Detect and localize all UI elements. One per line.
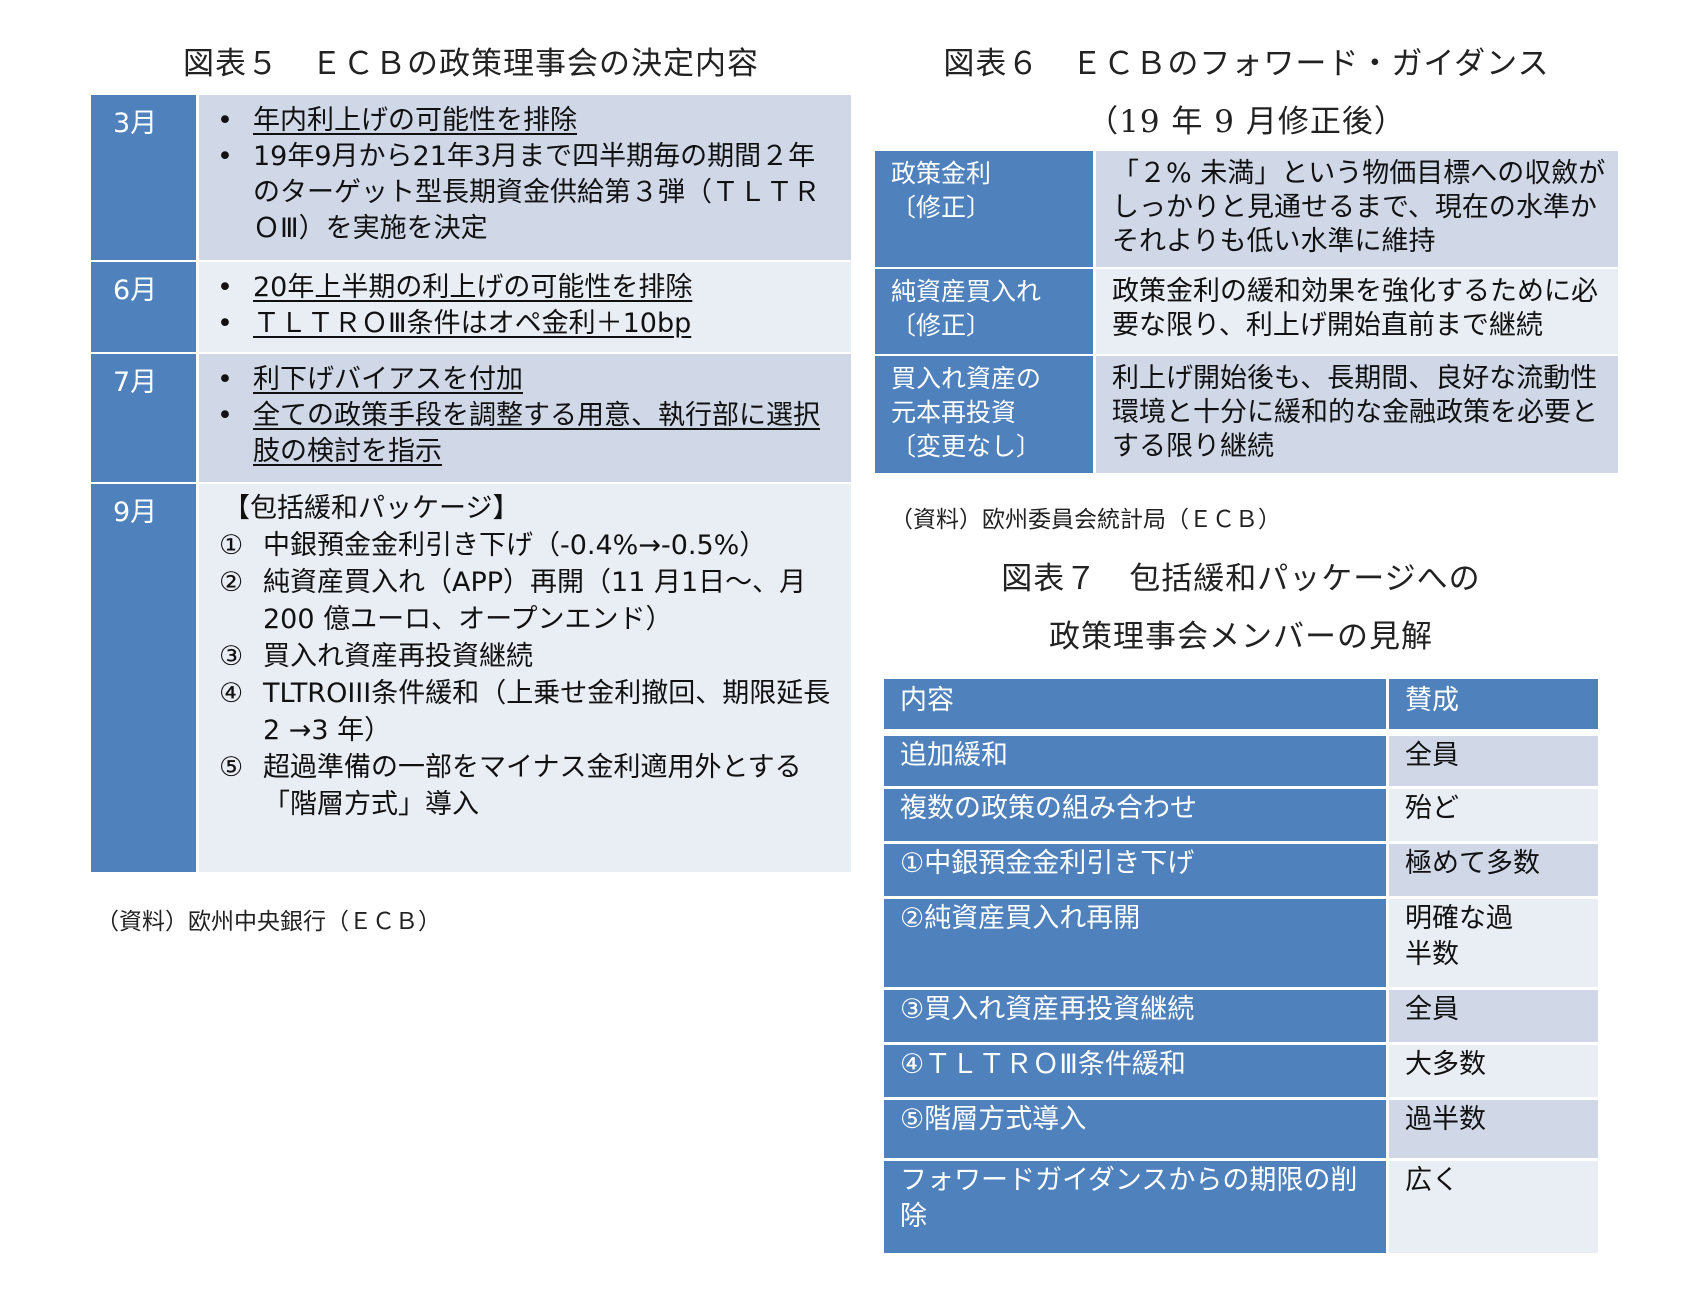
fig5-row-june: 6月 20年上半期の利上げの可能性を排除 ＴＬＴＲＯⅢ条件はオペ金利＋10bp bbox=[91, 262, 851, 352]
policy-item: 追加緩和 bbox=[884, 736, 1386, 786]
month-label: 9月 bbox=[91, 484, 196, 872]
guidance-content: 政策金利の緩和効果を強化するために必要な限り、利上げ開始直前まで継続 bbox=[1096, 269, 1618, 354]
package-heading: 【包括緩和パッケージ】 bbox=[223, 493, 520, 524]
support-level: 極めて多数 bbox=[1389, 844, 1598, 896]
fig6-subtitle: （19 年 9 月修正後） bbox=[1087, 104, 1406, 140]
policy-item: ③買入れ資産再投資継続 bbox=[884, 990, 1386, 1042]
decision-item: 利下げバイアスを付加 bbox=[217, 362, 841, 398]
guidance-content: 利上げ開始後も、長期間、良好な流動性環境と十分に緩和的な金融政策を必要とする限り… bbox=[1096, 356, 1618, 473]
fig7-title: 図表７ 包括緩和パッケージへの bbox=[1001, 561, 1481, 597]
policy-item: ④ＴＬＴＲＯⅢ条件緩和 bbox=[884, 1045, 1386, 1097]
fig5-table: 3月 年内利上げの可能性を排除 19年9月から21年3月まで四半期毎の期間２年の… bbox=[91, 95, 851, 872]
fig7-row: ④ＴＬＴＲＯⅢ条件緩和 大多数 bbox=[884, 1045, 1598, 1097]
policy-item: ①中銀預金金利引き下げ bbox=[884, 844, 1386, 896]
fig6-table: 政策金利 〔修正〕 「２% 未満」という物価目標への収斂がしっかりと見通せるまで… bbox=[875, 151, 1618, 473]
fig7-row: ③買入れ資産再投資継続 全員 bbox=[884, 990, 1598, 1042]
fig6-source: （資料）欧州委員会統計局（ＥＣＢ） bbox=[890, 507, 1281, 533]
fig5-source: （資料）欧州中央銀行（ＥＣＢ） bbox=[96, 909, 441, 935]
guidance-label: 政策金利 〔修正〕 bbox=[875, 151, 1093, 267]
decision-item: ＴＬＴＲＯⅢ条件はオペ金利＋10bp bbox=[217, 306, 841, 342]
fig7-row: ②純資産買入れ再開 明確な過半数 bbox=[884, 899, 1598, 987]
policy-item: ②純資産買入れ再開 bbox=[884, 899, 1386, 987]
fig7-row: フォワードガイダンスからの期限の削除 広く bbox=[884, 1161, 1598, 1253]
fig5-title: 図表５ ＥＣＢの政策理事会の決定内容 bbox=[183, 46, 759, 82]
fig7-row: 追加緩和 全員 bbox=[884, 736, 1598, 786]
support-level: 全員 bbox=[1389, 736, 1598, 786]
month-label: 6月 bbox=[91, 262, 196, 352]
guidance-label: 純資産買入れ 〔修正〕 bbox=[875, 269, 1093, 354]
support-level: 大多数 bbox=[1389, 1045, 1598, 1097]
fig6-row: 純資産買入れ 〔修正〕 政策金利の緩和効果を強化するために必要な限り、利上げ開始… bbox=[875, 269, 1618, 354]
fig5-row-july: 7月 利下げバイアスを付加 全ての政策手段を調整する用意、執行部に選択肢の検討を… bbox=[91, 354, 851, 482]
decision-cell: 利下げバイアスを付加 全ての政策手段を調整する用意、執行部に選択肢の検討を指示 bbox=[199, 354, 851, 482]
column-header: 内容 bbox=[884, 679, 1386, 729]
column-header: 賛成 bbox=[1389, 679, 1598, 729]
decision-item: 全ての政策手段を調整する用意、執行部に選択肢の検討を指示 bbox=[217, 398, 841, 470]
decision-item: 19年9月から21年3月まで四半期毎の期間２年のターゲット型長期資金供給第３弾（… bbox=[217, 139, 841, 247]
policy-item: 複数の政策の組み合わせ bbox=[884, 789, 1386, 841]
fig6-title: 図表６ ＥＣＢのフォワード・ガイダンス bbox=[943, 46, 1550, 82]
policy-item: ⑤階層方式導入 bbox=[884, 1100, 1386, 1158]
policy-item: フォワードガイダンスからの期限の削除 bbox=[884, 1161, 1386, 1253]
support-level: 明確な過半数 bbox=[1389, 899, 1598, 987]
support-level: 殆ど bbox=[1389, 789, 1598, 841]
month-label: 7月 bbox=[91, 354, 196, 482]
fig7-row: ①中銀預金金利引き下げ 極めて多数 bbox=[884, 844, 1598, 896]
fig6-row: 政策金利 〔修正〕 「２% 未満」という物価目標への収斂がしっかりと見通せるまで… bbox=[875, 151, 1618, 267]
guidance-label: 買入れ資産の 元本再投資 〔変更なし〕 bbox=[875, 356, 1093, 473]
decision-item: 20年上半期の利上げの可能性を排除 bbox=[217, 270, 841, 306]
fig7-header-row: 内容 賛成 bbox=[884, 679, 1598, 729]
fig7-row: 複数の政策の組み合わせ 殆ど bbox=[884, 789, 1598, 841]
month-label: 3月 bbox=[91, 95, 196, 260]
decision-item: 年内利上げの可能性を排除 bbox=[217, 103, 841, 139]
support-level: 全員 bbox=[1389, 990, 1598, 1042]
decision-cell: 年内利上げの可能性を排除 19年9月から21年3月まで四半期毎の期間２年のターゲ… bbox=[199, 95, 851, 260]
fig7-table: 内容 賛成 追加緩和 全員 複数の政策の組み合わせ 殆ど ①中銀預金金利引き下げ… bbox=[884, 679, 1598, 1253]
fig7-row: ⑤階層方式導入 過半数 bbox=[884, 1100, 1598, 1158]
fig5-row-march: 3月 年内利上げの可能性を排除 19年9月から21年3月まで四半期毎の期間２年の… bbox=[91, 95, 851, 260]
support-level: 広く bbox=[1389, 1161, 1598, 1253]
support-level: 過半数 bbox=[1389, 1100, 1598, 1158]
guidance-content: 「２% 未満」という物価目標への収斂がしっかりと見通せるまで、現在の水準かそれよ… bbox=[1096, 151, 1618, 267]
decision-cell: 20年上半期の利上げの可能性を排除 ＴＬＴＲＯⅢ条件はオペ金利＋10bp bbox=[199, 262, 851, 352]
fig6-row: 買入れ資産の 元本再投資 〔変更なし〕 利上げ開始後も、長期間、良好な流動性環境… bbox=[875, 356, 1618, 473]
fig7-subtitle: 政策理事会メンバーの見解 bbox=[1049, 619, 1433, 655]
